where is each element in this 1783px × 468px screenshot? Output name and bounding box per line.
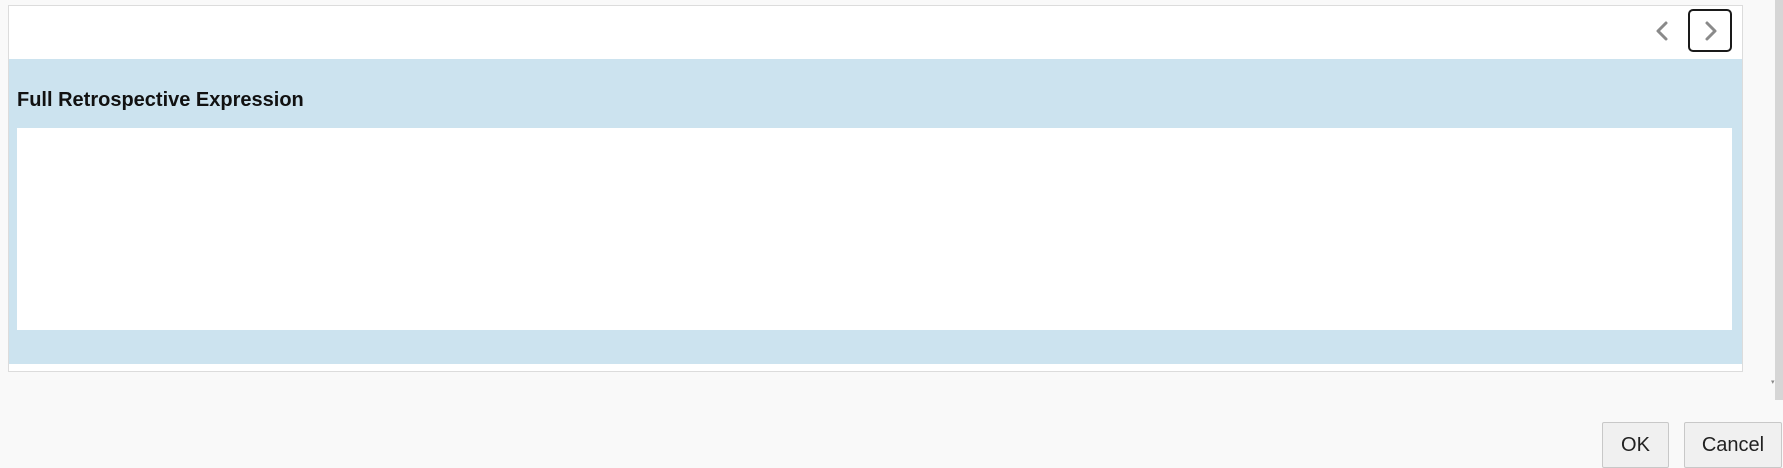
expression-panel: Full Retrospective Expression — [8, 5, 1743, 372]
chevron-left-icon — [1656, 21, 1668, 40]
expression-input[interactable] — [17, 128, 1732, 330]
section-title: Full Retrospective Expression — [17, 89, 304, 111]
vertical-scrollbar[interactable]: ▾ — [1771, 0, 1783, 400]
chevron-right-icon — [1705, 21, 1717, 40]
cancel-button[interactable]: Cancel — [1684, 422, 1782, 468]
ok-button[interactable]: OK — [1602, 422, 1669, 468]
expression-section: Full Retrospective Expression — [9, 59, 1742, 364]
previous-button[interactable] — [1641, 9, 1685, 52]
next-button[interactable] — [1688, 9, 1732, 52]
panel-toolbar — [9, 6, 1742, 59]
scrollbar-thumb[interactable] — [1775, 0, 1783, 400]
scroll-down-arrow-icon[interactable]: ▾ — [1771, 378, 1775, 386]
